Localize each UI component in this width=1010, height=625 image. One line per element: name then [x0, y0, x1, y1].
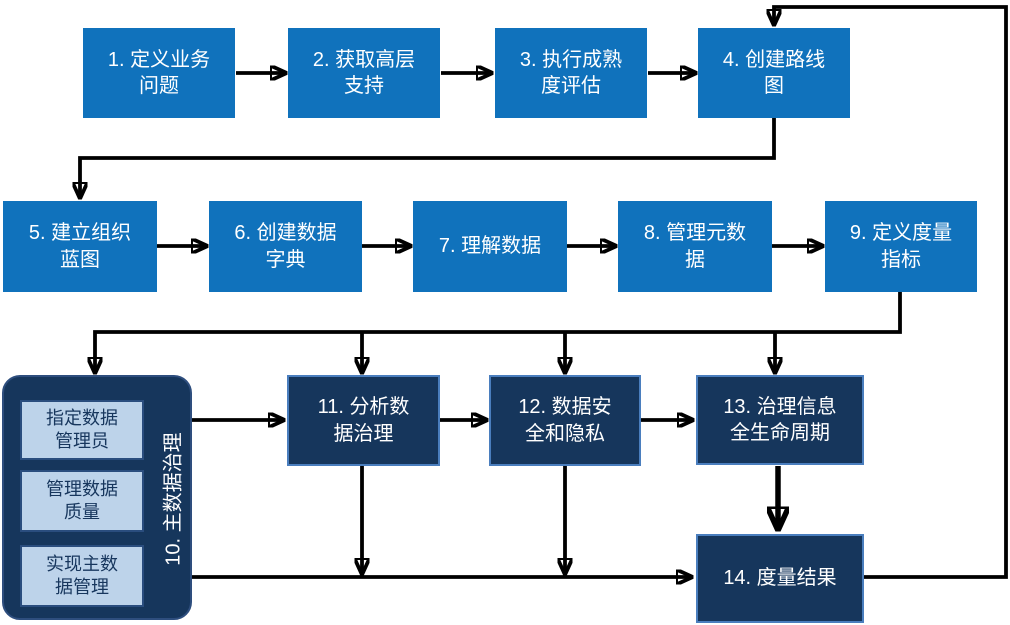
label-line: 质量	[64, 502, 100, 522]
flow-node-9: 9. 定义度量 指标	[825, 201, 977, 292]
label-line: 全生命周期	[730, 422, 830, 444]
flow-node-8: 8. 管理元数 据	[618, 201, 772, 292]
flow-node-12: 12. 数据安 全和隐私	[489, 375, 641, 466]
label-line: 图	[764, 75, 784, 97]
label-line: 据	[685, 248, 705, 271]
connector-9-10	[95, 292, 902, 370]
label-line: 指标	[881, 248, 921, 271]
flow-node-3: 3. 执行成熟 度评估	[495, 28, 647, 118]
label-line: 14. 度量结果	[723, 567, 837, 590]
label-line: 8. 管理元数	[643, 222, 747, 245]
flow-node-10-child-3: 实现主数 据管理	[20, 545, 144, 607]
feedback-14-4	[774, 5, 1008, 579]
label-line: 6. 创建数据	[234, 222, 337, 245]
label-line: 9. 定义度量	[849, 222, 953, 245]
flow-node-10-child-2: 管理数据 质量	[20, 470, 144, 532]
label-line: 11. 分析数	[317, 396, 410, 419]
flow-node-10-container: 指定数据 管理员 管理数据 质量 实现主数 据管理 10. 主数据治理	[2, 375, 192, 620]
flow-node-6: 6. 创建数据 字典	[209, 201, 362, 292]
label-line: 全和隐私	[525, 422, 605, 445]
label-line: 指定数据	[46, 407, 118, 428]
flow-node-2: 2. 获取高层 支持	[288, 28, 440, 118]
flow-node-10-child-1: 指定数据 管理员	[20, 400, 144, 460]
flow-node-10-title: 10. 主数据治理	[162, 432, 184, 566]
label-line: 据治理	[333, 422, 394, 445]
label-line: 5. 建立组织	[28, 222, 132, 245]
label-line: 1. 定义业务	[107, 48, 211, 71]
label-line: 据管理	[55, 577, 109, 597]
flow-node-7: 7. 理解数据	[413, 201, 567, 292]
flow-node-14: 14. 度量结果	[696, 534, 864, 623]
label-line: 12. 数据安	[518, 396, 612, 419]
flow-node-4: 4. 创建路线 图	[698, 28, 850, 118]
label-line: 7. 理解数据	[438, 235, 542, 258]
label-line: 管理数据	[46, 478, 118, 499]
label-line: 管理员	[55, 431, 109, 451]
label-line: 4. 创建路线	[722, 48, 826, 71]
label-line: 字典	[265, 248, 306, 271]
label-line: 支持	[344, 75, 384, 97]
connector-4-5	[80, 118, 776, 195]
flow-node-13: 13. 治理信息 全生命周期	[696, 375, 864, 465]
label-line: 13. 治理信息	[723, 395, 837, 418]
label-line: 问题	[139, 75, 179, 97]
label-line: 蓝图	[60, 248, 100, 271]
flow-node-1: 1. 定义业务 问题	[83, 28, 235, 118]
flow-node-11: 11. 分析数 据治理	[287, 375, 440, 466]
flow-node-5: 5. 建立组织 蓝图	[3, 201, 157, 292]
label-line: 3. 执行成熟	[519, 48, 623, 71]
label-line: 实现主数	[46, 553, 118, 574]
label-line: 2. 获取高层	[312, 48, 416, 71]
label-line: 度评估	[541, 75, 601, 97]
